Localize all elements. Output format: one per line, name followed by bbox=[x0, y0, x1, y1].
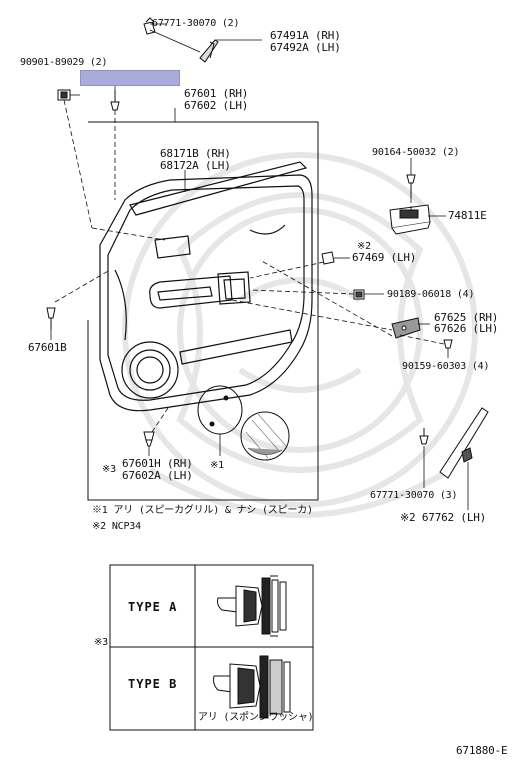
label-67601b: 67601B bbox=[28, 341, 67, 354]
speaker-grille-mesh bbox=[240, 411, 290, 461]
triangle-cover bbox=[199, 39, 219, 63]
sponge-washer-label: アリ (スポンジワッシャ) bbox=[198, 712, 314, 723]
panel-frame bbox=[87, 121, 319, 501]
label-67602a: 67602A (LH) bbox=[122, 469, 193, 482]
label-90159: 90159-60303 (4) bbox=[402, 361, 490, 372]
watermark-emblem bbox=[122, 152, 478, 518]
label-67771-bottom: 67771-30070 (3) bbox=[370, 490, 458, 501]
label-note-3a: ※3 bbox=[102, 464, 116, 475]
part-highlight bbox=[80, 70, 180, 86]
dashed-lines bbox=[54, 99, 445, 433]
note-2: ※2 NCP34 bbox=[92, 521, 141, 532]
door-trim-panel bbox=[99, 161, 313, 412]
switch-74811e bbox=[389, 204, 431, 235]
label-note-3b: ※3 bbox=[94, 637, 108, 648]
bracket-67625 bbox=[391, 317, 421, 339]
clip-67601b bbox=[46, 307, 56, 330]
label-67492a: 67492A (LH) bbox=[270, 41, 341, 54]
label-68171b: 68171B (RH) bbox=[160, 147, 231, 160]
type-b-label: TYPE B bbox=[128, 677, 178, 691]
label-90164: 90164-50032 (2) bbox=[372, 147, 460, 158]
type-table bbox=[109, 564, 314, 731]
clip-67601h bbox=[143, 431, 155, 447]
clip-90901 bbox=[57, 89, 71, 101]
part-67469 bbox=[321, 251, 335, 265]
label-90189: 90189-06018 (4) bbox=[387, 289, 475, 300]
label-67469: 67469 (LH) bbox=[352, 251, 417, 264]
label-67491a: 67491A (RH) bbox=[270, 29, 341, 42]
label-note-2a: ※2 bbox=[357, 241, 371, 252]
note-1: ※1 アリ (スピーカグリル) & ナシ (スピーカ) bbox=[92, 505, 313, 516]
clip-90189 bbox=[353, 289, 365, 300]
screw-90164 bbox=[406, 174, 416, 198]
clip-67771-bottom bbox=[419, 428, 429, 445]
clip-type-a bbox=[217, 575, 287, 637]
label-67602: 67602 (LH) bbox=[184, 99, 249, 112]
triangle-67762 bbox=[439, 407, 489, 479]
label-90901: 90901-89029 (2) bbox=[20, 57, 108, 68]
label-67771-top: 67771-30070 (2) bbox=[152, 18, 240, 29]
screw-90159 bbox=[443, 339, 453, 349]
label-note-1a: ※1 bbox=[210, 460, 224, 471]
figure-number: 671880-E bbox=[456, 744, 508, 757]
label-67626: 67626 (LH) bbox=[434, 322, 499, 335]
speaker-grille-plain bbox=[197, 385, 243, 435]
type-a-label: TYPE A bbox=[128, 600, 178, 614]
clip-type-b bbox=[213, 655, 291, 719]
label-67601h: 67601H (RH) bbox=[122, 457, 193, 470]
label-67601: 67601 (RH) bbox=[184, 87, 249, 100]
label-67625: 67625 (RH) bbox=[434, 311, 499, 324]
label-68172a: 68172A (LH) bbox=[160, 159, 231, 172]
leader-lines bbox=[50, 23, 469, 510]
label-67762: ※2 67762 (LH) bbox=[400, 511, 487, 524]
screw-90901 bbox=[110, 90, 120, 111]
label-74811e: 74811E bbox=[448, 209, 487, 222]
